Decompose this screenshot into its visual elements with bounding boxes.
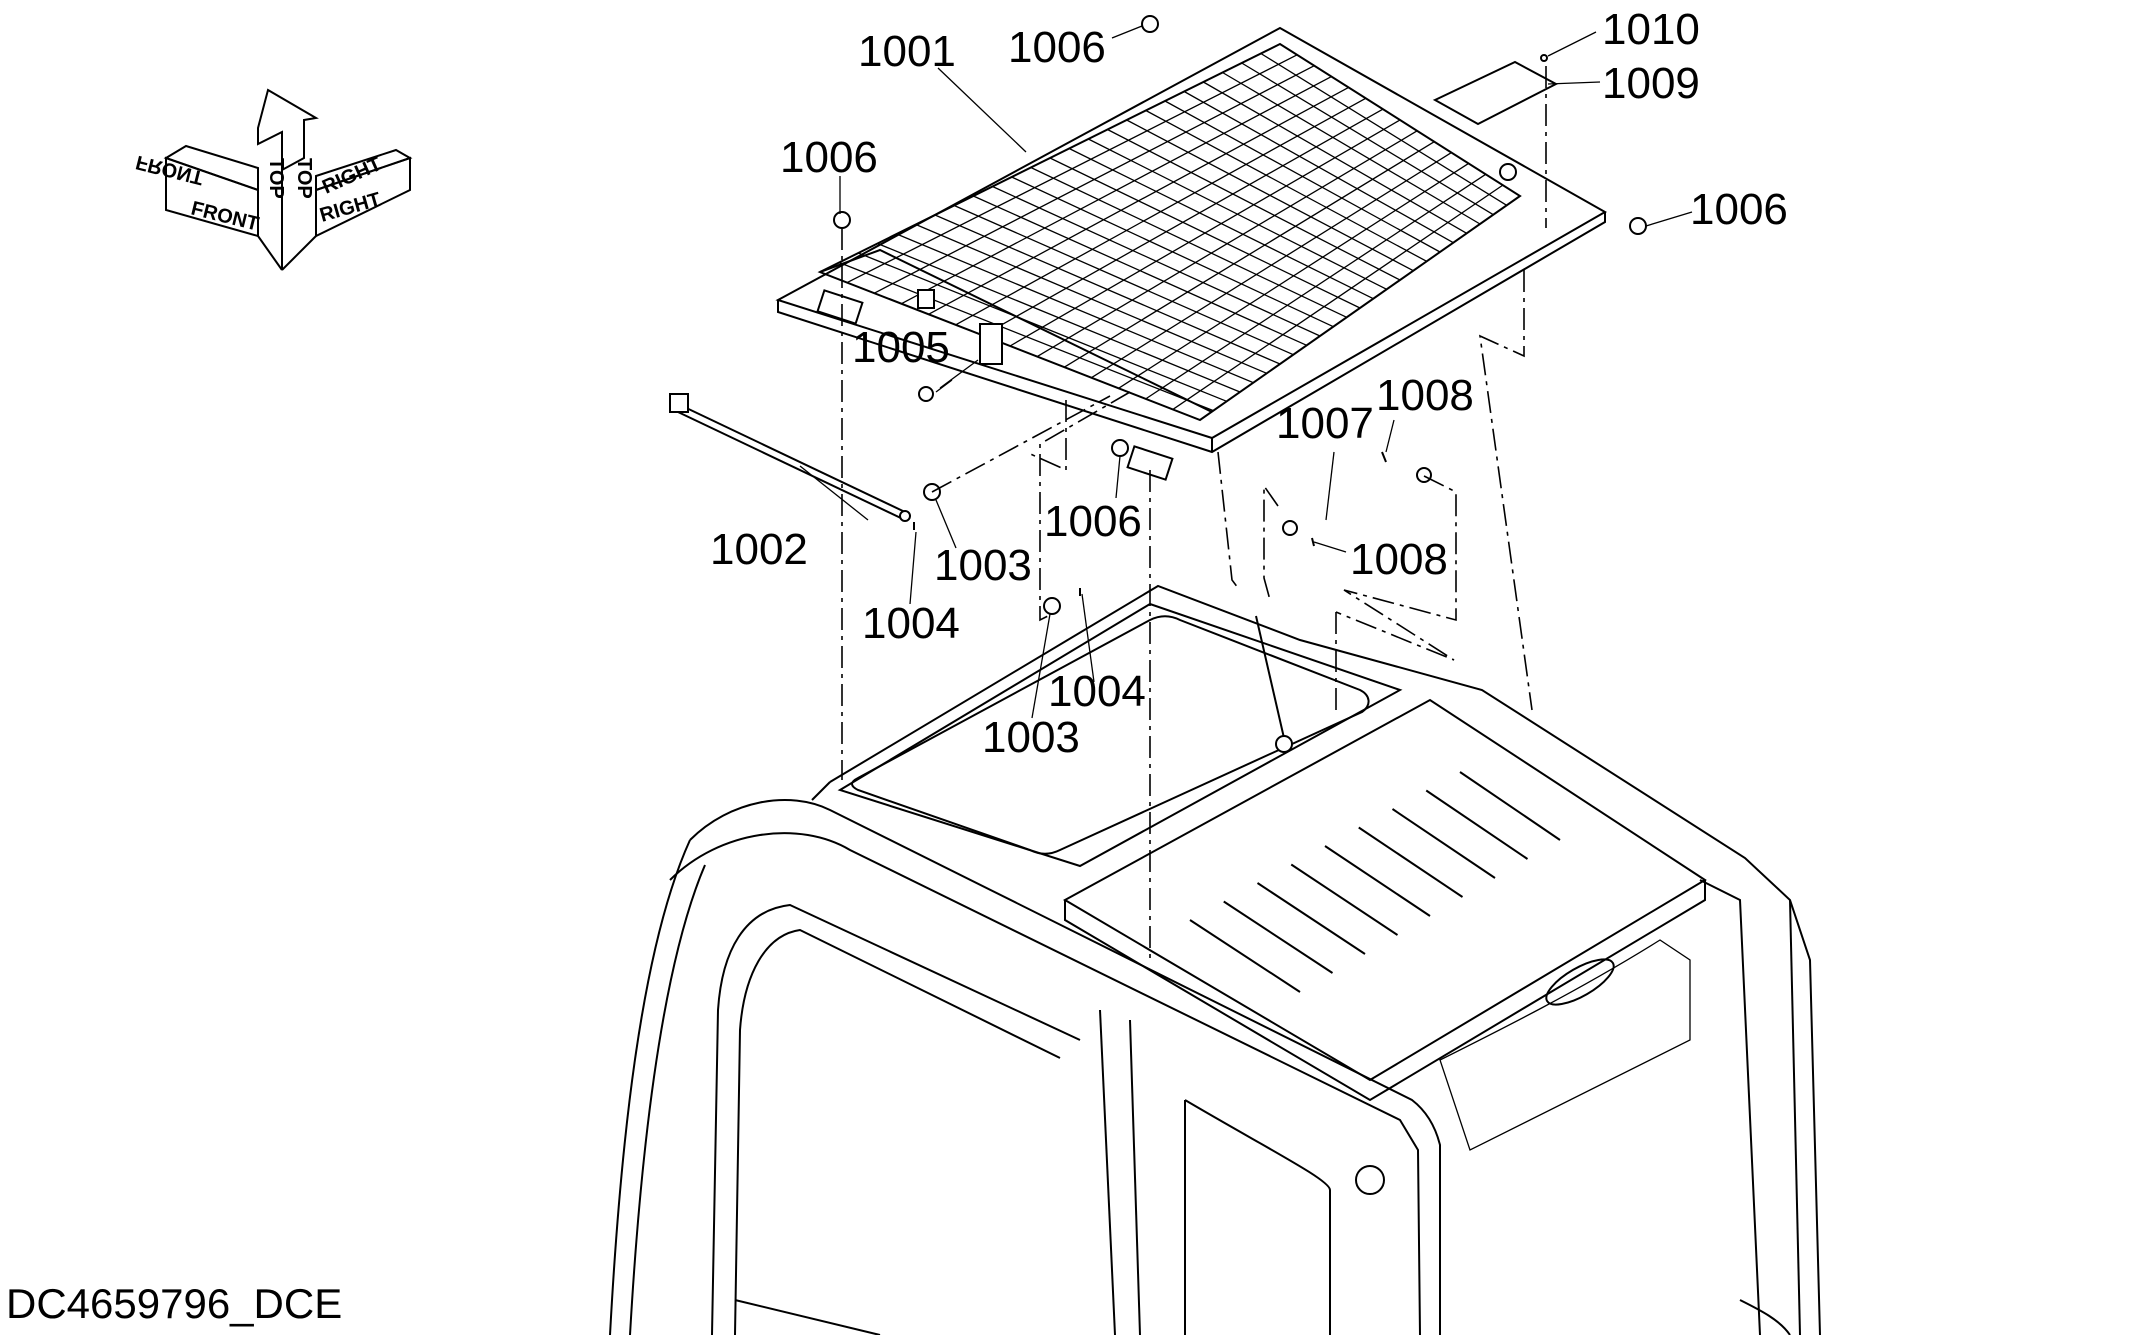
callout-labels: 1001 1006 1006 1006 1006 1010 1009 1005 … <box>710 5 1788 762</box>
callout-1003-upper: 1003 <box>934 541 1032 590</box>
vent-louvre <box>1459 771 1561 841</box>
bolt-1005 <box>918 386 934 402</box>
vent-louvre <box>1189 919 1301 993</box>
mesh-wire <box>1145 173 1487 400</box>
cab-structure <box>609 584 1821 1335</box>
bolt-1006-right <box>1629 217 1647 235</box>
mesh-wire <box>1036 130 1418 358</box>
bolt-1006-mid <box>1111 439 1129 457</box>
washer-1003-b <box>1043 597 1061 615</box>
mesh-wire <box>1091 152 1452 379</box>
callout-1008-bottom: 1008 <box>1350 535 1448 584</box>
drawing-id: DC4659796_DCE <box>6 1280 343 1327</box>
orientation-top-label: TOP <box>265 158 287 199</box>
orientation-indicator: FRONT FRONT TOP TOP RIGHT RIGHT <box>134 88 413 271</box>
mesh-wire <box>873 65 1315 294</box>
roof-guard-mesh <box>838 52 1508 412</box>
pin-1008-bottom <box>1311 537 1315 547</box>
gas-spring-1007 <box>1282 467 1432 536</box>
callout-1010: 1010 <box>1602 5 1700 54</box>
hardware <box>833 15 1647 753</box>
sticker-plate-1009 <box>1432 60 1559 126</box>
callout-1006-right: 1006 <box>1690 185 1788 234</box>
mesh-wire <box>928 86 1349 315</box>
callout-1001: 1001 <box>858 27 956 76</box>
vent-louvre <box>1223 900 1334 974</box>
callout-1006-top: 1006 <box>1008 23 1106 72</box>
leader-lines <box>799 25 1693 719</box>
screw-1010 <box>1540 54 1548 62</box>
mesh-wire <box>955 97 1367 326</box>
mesh-wire <box>901 75 1332 305</box>
mesh-wire <box>1172 184 1504 410</box>
callout-1004-lower: 1004 <box>1048 667 1146 716</box>
callout-1006-left: 1006 <box>780 133 878 182</box>
vent-louvre <box>1324 845 1431 917</box>
clip-1005 <box>979 323 1003 365</box>
roof-guard-1001 <box>775 26 1608 481</box>
callout-1004-upper: 1004 <box>862 599 960 648</box>
bolt-1006-left <box>833 211 851 229</box>
callout-1003-lower: 1003 <box>982 713 1080 762</box>
orientation-top-label-mirrored: TOP <box>293 158 315 199</box>
vent-louvre <box>1290 863 1399 936</box>
mesh-wire <box>982 108 1384 336</box>
mesh-wire <box>1063 141 1435 368</box>
callout-1002: 1002 <box>710 525 808 574</box>
pin-1008-top <box>1381 451 1387 463</box>
orientation-front-label: FRONT <box>189 198 261 236</box>
mesh-wire <box>846 54 1298 284</box>
vent-louvre <box>1425 789 1529 860</box>
roof-vent <box>1189 771 1561 993</box>
callout-1006-mid: 1006 <box>1044 497 1142 546</box>
callout-1009: 1009 <box>1602 59 1700 108</box>
mesh-wire <box>1009 119 1401 347</box>
callout-1008-top: 1008 <box>1376 371 1474 420</box>
bar-1002 <box>669 393 911 522</box>
vent-louvre <box>1256 882 1366 955</box>
mesh-wire <box>1118 162 1469 389</box>
callout-1005: 1005 <box>852 323 950 372</box>
vent-louvre <box>1391 808 1496 879</box>
vent-louvre <box>1358 826 1464 898</box>
callout-1007: 1007 <box>1276 399 1374 448</box>
assembly-lines <box>841 66 1547 960</box>
bolt-1006-top <box>1141 15 1159 33</box>
